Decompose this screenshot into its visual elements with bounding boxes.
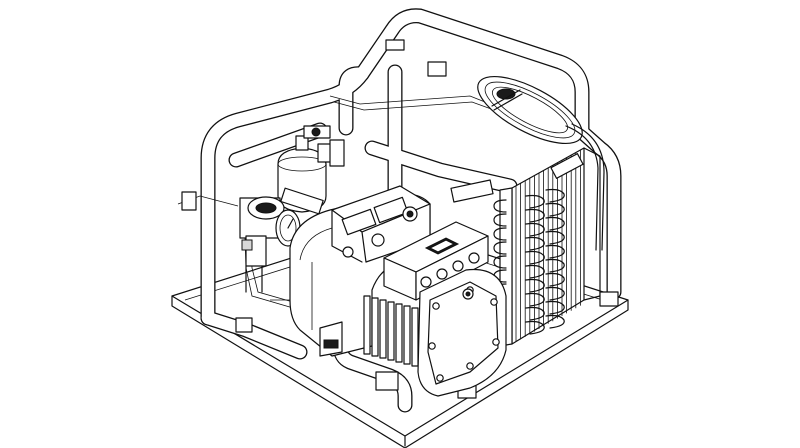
bolt (490, 298, 498, 306)
coil-bend (525, 264, 545, 279)
coil-bend (545, 244, 565, 259)
pressure-gauge (275, 187, 324, 247)
cooling-fin (379, 299, 387, 359)
terminal-box (383, 221, 489, 301)
coil-bend (525, 194, 545, 209)
bolt (428, 342, 436, 350)
cooling-fin (403, 305, 411, 365)
coil-bend (545, 188, 565, 203)
coil-bend (545, 286, 565, 301)
condenser-coil (493, 147, 619, 347)
bolt (466, 362, 474, 370)
cooling-fin (395, 303, 403, 363)
cooling-fin (371, 297, 379, 357)
valve-block (181, 139, 345, 293)
cooling-fin (363, 295, 371, 355)
bolt (432, 302, 440, 310)
cooling-fin (387, 301, 395, 361)
bolt (492, 338, 500, 346)
coil-bend (525, 292, 545, 307)
coil-bend (493, 255, 507, 269)
coil-bend (545, 202, 565, 217)
motor-fins (363, 295, 419, 367)
coil-bend (545, 230, 565, 245)
coil-bend (493, 213, 507, 227)
coil-bend (545, 300, 565, 315)
coil-bend (545, 272, 565, 287)
coil-bend (545, 314, 565, 329)
coil-bend (493, 227, 507, 241)
coil-bend (525, 320, 545, 335)
coil-bend (525, 278, 545, 293)
bolt (436, 374, 444, 382)
coil-bend (525, 222, 545, 237)
coil-bend (545, 216, 565, 231)
coil-bend (525, 236, 545, 251)
fan (477, 75, 605, 251)
coil-bend (545, 258, 565, 273)
motor-end-cover (417, 268, 507, 397)
coil-bend (525, 250, 545, 265)
coil-bend (493, 241, 507, 255)
coil-bend (493, 199, 507, 213)
coil-bend (525, 208, 545, 223)
coil-bend (525, 306, 545, 321)
cooling-fin (411, 307, 419, 367)
